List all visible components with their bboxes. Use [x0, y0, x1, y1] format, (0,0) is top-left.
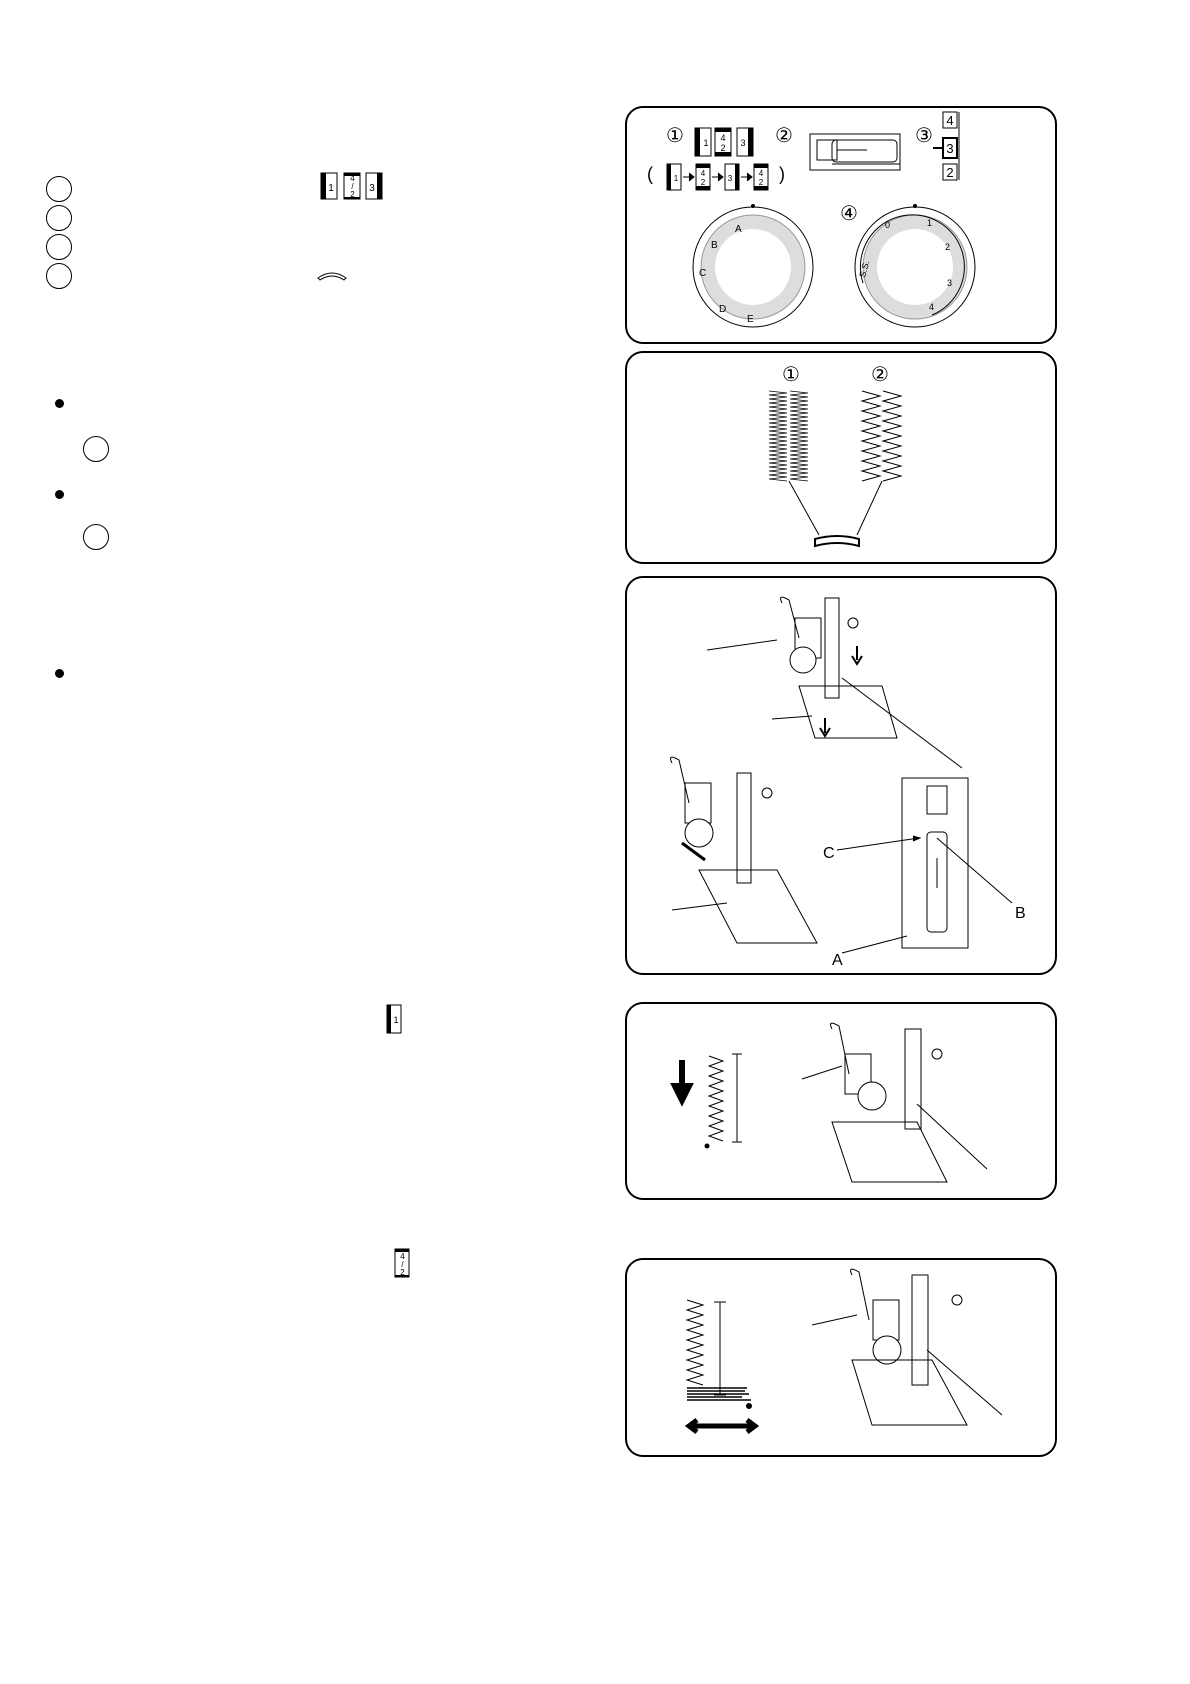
foot-top-view: [836, 777, 1013, 954]
zigzag-stitch: [707, 1055, 725, 1142]
svg-text:1: 1: [703, 138, 708, 148]
panel-stitch-density: ① ②: [625, 351, 1057, 564]
svg-text:3: 3: [369, 183, 375, 194]
foot-illustration: [801, 1022, 988, 1183]
label-b: B: [1015, 905, 1026, 922]
step-circle-3: [46, 234, 72, 260]
ref-circle: [83, 524, 109, 550]
svg-text:4: 4: [929, 302, 934, 312]
open-stitch-sample: [860, 390, 903, 482]
svg-text:3: 3: [740, 138, 745, 148]
svg-text:A: A: [735, 224, 742, 235]
bullet: [55, 399, 64, 408]
buttonhole-shape-icon: [317, 272, 347, 281]
marker-3: ③: [915, 125, 933, 147]
dense-stitch-sample: [768, 390, 809, 482]
arrow-down-icon: [670, 1060, 694, 1107]
left-row-stitch: [685, 1299, 705, 1386]
panel-step1-sew-left: [625, 1002, 1057, 1200]
ref-circle: [83, 436, 109, 462]
marker-4: ④: [840, 203, 858, 225]
svg-text:4: 4: [720, 133, 725, 143]
svg-text:2: 2: [945, 242, 950, 252]
svg-text:4: 4: [946, 113, 953, 128]
buttonhole-foot-diagram: [809, 133, 901, 171]
panel-attach-foot: C B A: [625, 576, 1057, 975]
step2-icon-text: 4/2: [398, 1252, 407, 1276]
marker-2: ②: [775, 125, 793, 147]
icon-text: 1: [328, 183, 334, 194]
panel-step2-bartack: [625, 1258, 1057, 1457]
icon-text-4-2: 4/2: [348, 174, 357, 198]
svg-text:2: 2: [720, 143, 725, 153]
marker-1: ①: [782, 364, 800, 386]
double-arrow-icon: [684, 1418, 760, 1434]
foot-lower-illustration: [670, 756, 818, 944]
step-circle-1: [46, 176, 72, 202]
svg-text:2: 2: [946, 165, 953, 180]
label-c: C: [823, 845, 835, 862]
svg-text:1: 1: [674, 174, 679, 183]
svg-text:(: (: [647, 164, 653, 184]
svg-text:0: 0: [885, 220, 890, 230]
step-circle-2: [46, 205, 72, 231]
sequence-icons: ( 1 42 3 42 ): [647, 163, 785, 191]
stitch-length-dial[interactable]: 0 1 2 3 4 S.S.: [854, 204, 976, 328]
pattern-icons-inline: 1 3: [320, 172, 383, 200]
step-circle-4: [46, 263, 72, 289]
stitch-length-scale: 4 3 2: [933, 111, 960, 181]
svg-text:): ): [779, 164, 785, 184]
foot-upper-illustration: [706, 596, 963, 769]
zigzag-stitch: [860, 390, 882, 482]
foot-illustration: [811, 1268, 1003, 1426]
pattern-selector-dial[interactable]: A B C D E: [692, 204, 814, 328]
svg-text:D: D: [719, 304, 726, 315]
svg-text:B: B: [711, 240, 718, 251]
svg-text:3: 3: [946, 141, 953, 156]
svg-text:1: 1: [927, 218, 932, 228]
svg-text:1: 1: [393, 1015, 398, 1025]
zigzag-stitch: [768, 390, 788, 482]
zigzag-stitch: [685, 1299, 705, 1386]
zigzag-stitch: [789, 390, 809, 482]
step2-icon: [394, 1248, 410, 1278]
left-row-stitch: [707, 1055, 725, 1142]
bartack-stitches: [687, 1387, 752, 1409]
label-a: A: [832, 952, 843, 969]
svg-text:3: 3: [947, 278, 952, 288]
svg-text:4: 4: [759, 169, 764, 178]
svg-text:4: 4: [701, 169, 706, 178]
buttonhole-icon: [814, 535, 860, 548]
marker-2: ②: [871, 364, 889, 386]
marker-1: ①: [666, 125, 684, 147]
pattern-row-icons: 1 42 3: [694, 127, 754, 157]
svg-text:3: 3: [728, 174, 733, 183]
bullet: [55, 490, 64, 499]
svg-text:C: C: [699, 268, 706, 279]
svg-text:S.S.: S.S.: [857, 259, 871, 278]
svg-text:2: 2: [759, 178, 764, 187]
svg-text:2: 2: [701, 178, 706, 187]
svg-text:E: E: [747, 314, 754, 325]
zigzag-stitch: [881, 390, 903, 482]
step1-icon: 1: [386, 1004, 402, 1034]
bullet: [55, 669, 64, 678]
